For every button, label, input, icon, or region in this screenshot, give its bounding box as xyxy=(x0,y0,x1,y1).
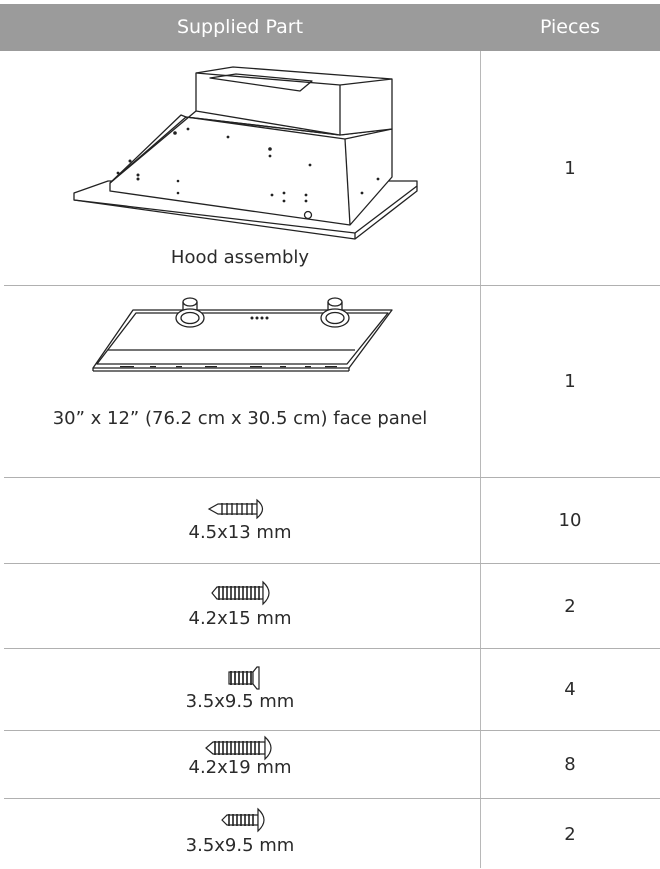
pieces-count: 2 xyxy=(564,595,576,617)
row-separator xyxy=(4,730,660,731)
part-name: 4.2x19 mm xyxy=(188,757,292,778)
part-cell: 30” x 12” (76.2 cm x 30.5 cm) face panel xyxy=(0,286,480,477)
hood-assembly-icon xyxy=(73,66,418,240)
screw-icon xyxy=(221,807,265,833)
face-panel-icon xyxy=(92,297,393,372)
column-divider xyxy=(480,51,481,868)
part-name: 4.5x13 mm xyxy=(188,522,292,543)
table-row: 4.5x13 mm 10 xyxy=(0,478,660,563)
header-supplied-part: Supplied Part xyxy=(176,16,304,38)
part-cell: Hood assembly xyxy=(0,51,480,285)
pieces-count: 1 xyxy=(564,157,576,179)
part-cell: 3.5x9.5 mm xyxy=(0,799,480,869)
screw-icon xyxy=(207,498,264,520)
row-separator xyxy=(4,563,660,564)
part-name: 3.5x9.5 mm xyxy=(185,691,295,712)
row-separator xyxy=(4,798,660,799)
pieces-count: 2 xyxy=(564,823,576,845)
row-separator xyxy=(4,285,660,286)
header-pieces: Pieces xyxy=(539,16,601,38)
part-cell: 4.2x19 mm xyxy=(0,731,480,798)
table-header: Supplied Part Pieces xyxy=(0,4,660,51)
part-cell: 4.5x13 mm xyxy=(0,478,480,563)
pieces-count: 4 xyxy=(564,679,576,700)
part-cell: 3.5x9.5 mm xyxy=(0,649,480,730)
table-row: Hood assembly 1 xyxy=(0,51,660,285)
part-name: 30” x 12” (76.2 cm x 30.5 cm) face panel xyxy=(52,408,428,429)
table-row: 4.2x19 mm 8 xyxy=(0,731,660,798)
table-row: 30” x 12” (76.2 cm x 30.5 cm) face panel… xyxy=(0,286,660,477)
table-row: 3.5x9.5 mm 2 xyxy=(0,799,660,869)
row-separator xyxy=(4,477,660,478)
screw-icon xyxy=(211,580,270,606)
part-cell: 4.2x15 mm xyxy=(0,564,480,648)
part-name: 3.5x9.5 mm xyxy=(185,835,295,856)
pieces-count: 8 xyxy=(564,754,576,775)
table-row: 3.5x9.5 mm 4 xyxy=(0,649,660,730)
table-row: 4.2x15 mm 2 xyxy=(0,564,660,648)
pieces-count: 1 xyxy=(564,371,576,392)
screw-icon xyxy=(205,735,272,761)
pieces-count: 10 xyxy=(558,510,582,531)
part-name: 4.2x15 mm xyxy=(188,608,292,629)
row-separator xyxy=(4,648,660,649)
flat-head-screw-icon xyxy=(228,666,260,690)
part-name: Hood assembly xyxy=(170,247,310,268)
